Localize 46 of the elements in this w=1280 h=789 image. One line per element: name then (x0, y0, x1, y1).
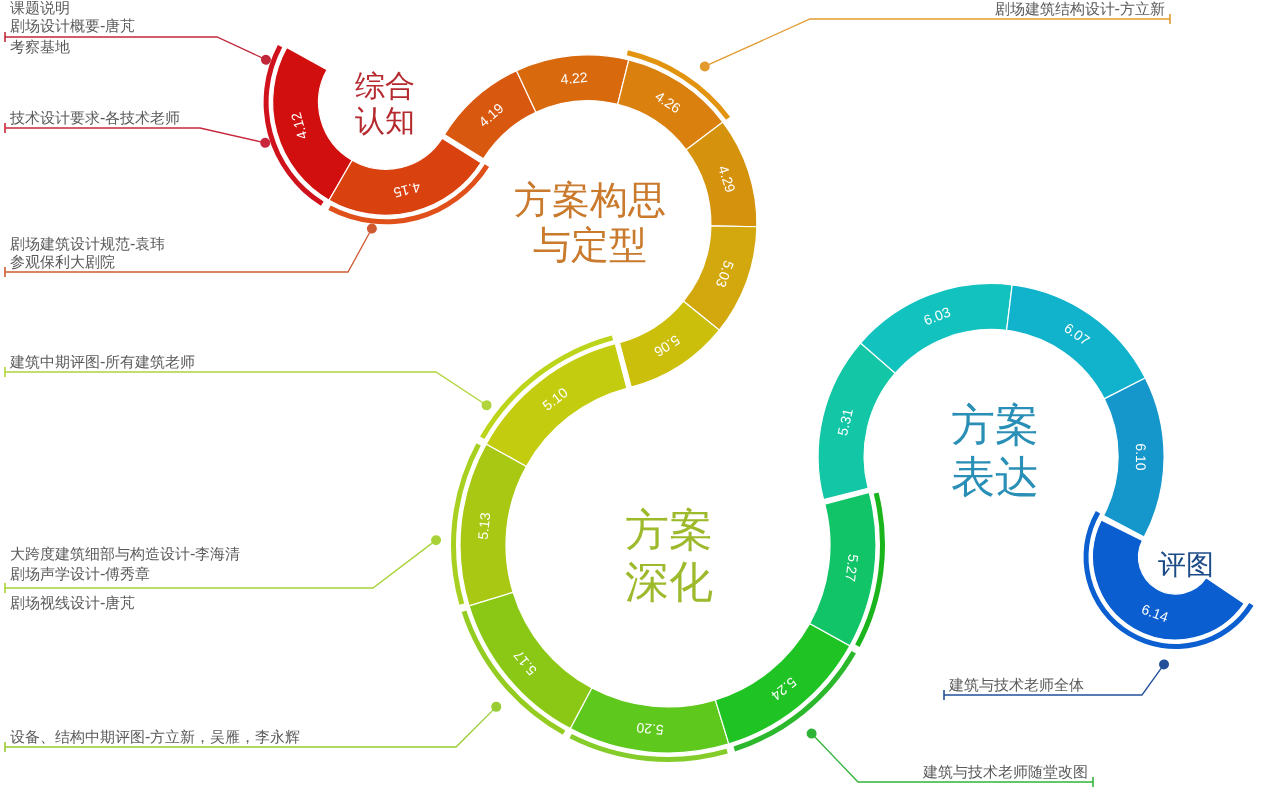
leader-line (943, 659, 1169, 701)
date-label: 5.27 (841, 553, 862, 583)
date-label: 6.03 (921, 304, 953, 329)
date-label: 5.13 (474, 511, 494, 541)
annotation-text: 技术设计要求-各技术老师 (5, 110, 181, 127)
annotation-text: 参观保利大剧院 (10, 254, 115, 271)
phase-title: 方案深化 (624, 504, 714, 608)
annotation-text: 建筑与技术老师随堂改图 (923, 764, 1093, 781)
date-label: 4.29 (714, 163, 739, 195)
date-label: 4.26 (652, 87, 685, 117)
date-label: 5.03 (712, 258, 738, 290)
annotation-text: 大跨度建筑细部与构造设计-李海清 (10, 546, 241, 563)
date-label: 6.07 (1061, 319, 1093, 348)
annotation-text: 剧场视线设计-唐芃 (10, 595, 136, 612)
leader-line (4, 223, 377, 278)
phase-title: 综合认知 (354, 67, 416, 139)
annotation-text: 考察基地 (10, 39, 70, 56)
leader-line (4, 31, 271, 65)
date-label: 4.22 (559, 69, 589, 88)
phase-title: 方案表达 (950, 399, 1040, 503)
annotation-text: 建筑与技术老师全体 (944, 677, 1084, 694)
annotation-text: 课题说明 (10, 0, 70, 17)
leader-line (699, 13, 1171, 72)
phase-title: 评图 (1157, 548, 1215, 582)
date-label: 5.06 (651, 332, 684, 361)
date-label: 5.20 (635, 719, 665, 739)
leader-line (4, 122, 271, 148)
leader-line (4, 366, 492, 411)
annotation-text: 设备、结构中期评图-方立新，吴雁，李永辉 (5, 729, 301, 746)
annotation-text: 剧场设计概要-唐芃 (10, 18, 136, 35)
date-label: 5.31 (834, 406, 856, 438)
leader-line (806, 728, 1094, 788)
annotation-text: 剧场声学设计-傅秀章 (10, 566, 151, 583)
date-label: 4.15 (391, 178, 423, 201)
date-label: 4.19 (475, 99, 507, 130)
date-label: 4.12 (287, 111, 311, 142)
date-label: 5.24 (768, 673, 801, 704)
annotation-text: 剧场建筑设计规范-袁玮 (10, 236, 166, 253)
annotation-text: 剧场建筑结构设计-方立新 (994, 1, 1170, 18)
date-label: 6.14 (1139, 601, 1171, 626)
phase-title: 方案构思与定型 (513, 178, 667, 268)
leader-line (4, 701, 502, 753)
leader-line (4, 535, 442, 594)
date-label: 6.10 (1133, 443, 1150, 472)
annotation-text: 建筑中期评图-所有建筑老师 (5, 354, 196, 371)
date-label: 5.10 (538, 384, 571, 414)
